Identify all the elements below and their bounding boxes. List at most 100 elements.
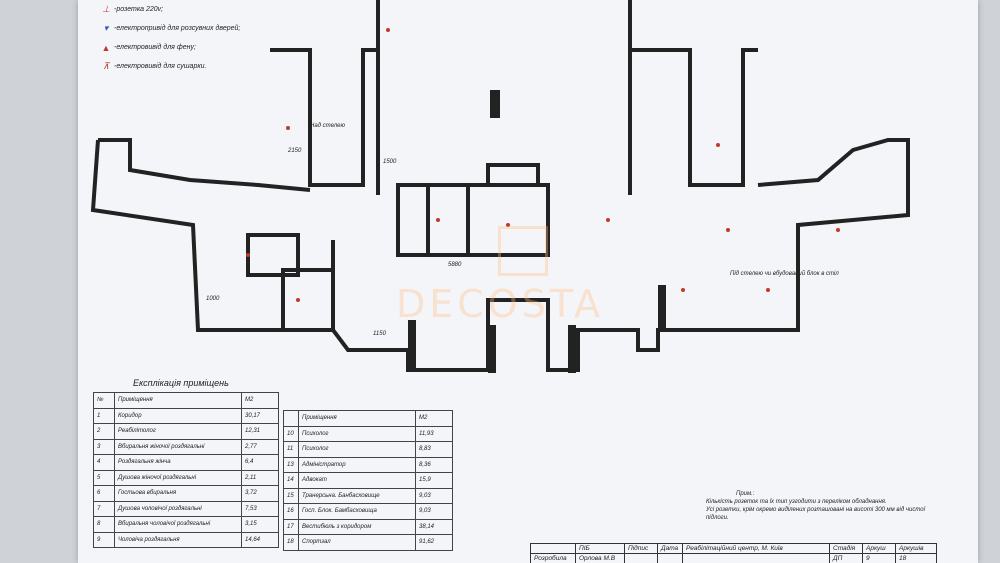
table-cell: Транерсьна. Банбасховище <box>298 487 416 504</box>
table-cell: 6 <box>93 485 115 502</box>
table-cell: Вестибюль з коридором <box>298 518 416 535</box>
column <box>488 325 496 373</box>
table-cell: 5 <box>93 469 115 486</box>
title-block-row: ПІБ Підпис Дата Реабілітаційний центр, М… <box>530 543 937 554</box>
table-cell: 17 <box>283 518 299 535</box>
dimension-label: 5880 <box>448 262 462 268</box>
table-cell: 2 <box>93 423 115 440</box>
ceiling-note: Над стелею <box>310 123 346 129</box>
legend-item: ▲-електровивід для фену; <box>98 38 240 57</box>
dimension-label: 1150 <box>373 331 387 337</box>
table-cell: 30,17 <box>241 407 279 424</box>
table-cell: Вбиральня чоловічої роздягальні <box>114 516 242 533</box>
table-cell: 4 <box>93 454 115 471</box>
table-cell: 12,31 <box>241 423 279 440</box>
table-cell: 2,11 <box>241 469 279 486</box>
table-cell: Коридор <box>114 407 242 424</box>
socket-icon: ⊥ <box>102 4 110 14</box>
watermark-logo <box>498 226 548 276</box>
table-cell: Адміністратор <box>298 456 416 473</box>
table-cell: 16 <box>283 503 299 520</box>
title-block: ПІБ Підпис Дата Реабілітаційний центр, М… <box>530 543 937 563</box>
table-cell: 7 <box>93 500 115 517</box>
drawing-sheet: ⊥-розетка 220v; ▾-електропривід для розс… <box>78 0 978 563</box>
legend-item: ⊼-електровивід для сушарки. <box>98 57 240 76</box>
table-cell: 8 <box>93 516 115 533</box>
table-cell: Адвокат <box>298 472 416 489</box>
table-cell: 9 <box>93 531 115 548</box>
dryer-outlet-icon: ⊼ <box>102 61 110 71</box>
table-cell: 6,4 <box>241 454 279 471</box>
notes: Прим.: Кількість розеток та їх тип узгод… <box>706 491 925 521</box>
under-table-note: Під стелею чи вбудований блок в стіл <box>730 270 839 277</box>
table-cell: 18 <box>283 534 299 551</box>
column <box>658 285 666 330</box>
dimension-label: 1000 <box>206 296 220 302</box>
table-cell: 2,77 <box>241 438 279 455</box>
table-cell: Гостьова вбиральня <box>114 485 242 502</box>
column <box>568 325 576 373</box>
table-cell: Психолог <box>298 441 416 458</box>
table-header: № Приміщення М2 <box>93 392 279 409</box>
title-block-row: Розробила Орлова М.В ДП 9 18 <box>530 553 937 563</box>
table-cell: 7,53 <box>241 500 279 517</box>
table-cell: 13 <box>283 456 299 473</box>
watermark: DECOSTA <box>396 282 605 326</box>
table-cell: 3 <box>93 438 115 455</box>
table-cell: 9,03 <box>415 487 453 504</box>
table-cell: 15,9 <box>415 472 453 489</box>
table-cell: 38,14 <box>415 518 453 535</box>
table-cell: 14,64 <box>241 531 279 548</box>
table-cell: 15 <box>283 487 299 504</box>
table-cell: 1 <box>93 407 115 424</box>
table-cell: 3,72 <box>241 485 279 502</box>
column <box>490 90 500 118</box>
table-cell: Госп. Блок. Бамбасховища <box>298 503 416 520</box>
dimension-label: 2150 <box>287 148 302 154</box>
table-cell: Роздягальня жінча <box>114 454 242 471</box>
table-cell: 11,93 <box>415 425 453 442</box>
table-cell: 11 <box>283 441 299 458</box>
table-header: Приміщення М2 <box>283 410 453 427</box>
table-cell: Реабілітолог <box>114 423 242 440</box>
table-cell: 3,15 <box>241 516 279 533</box>
table-cell: Душова чоловічої роздягальні <box>114 500 242 517</box>
table-cell: 8,83 <box>415 441 453 458</box>
table-cell: Психолог <box>298 425 416 442</box>
table-cell: 8,36 <box>415 456 453 473</box>
column <box>408 320 416 368</box>
legend-item: ▾-електропривід для розсувних дверей; <box>98 19 241 38</box>
hair-dryer-outlet-icon: ▲ <box>101 42 111 53</box>
floor-plan: Над стелею Під стелею чи вбудований блок… <box>90 0 910 373</box>
table-cell: Чоловіча роздягальня <box>114 531 242 548</box>
table-cell: 10 <box>283 425 299 442</box>
table-cell: 91,62 <box>415 534 453 551</box>
table-cell: Спортзал <box>298 534 416 551</box>
door-drive-icon: ▾ <box>103 23 109 33</box>
table-cell: Вбиральня жіночої роздягальні <box>114 438 242 455</box>
legend-item: ⊥-розетка 220v; <box>98 0 240 19</box>
symbol-legend: ⊥-розетка 220v; ▾-електропривід для розс… <box>98 0 241 76</box>
table-cell: 14 <box>283 472 299 489</box>
table-cell: 9,03 <box>415 503 453 520</box>
explication-title: Експлікація приміщень <box>133 378 229 388</box>
table-cell: Душова жіночої роздягальні <box>114 469 242 486</box>
